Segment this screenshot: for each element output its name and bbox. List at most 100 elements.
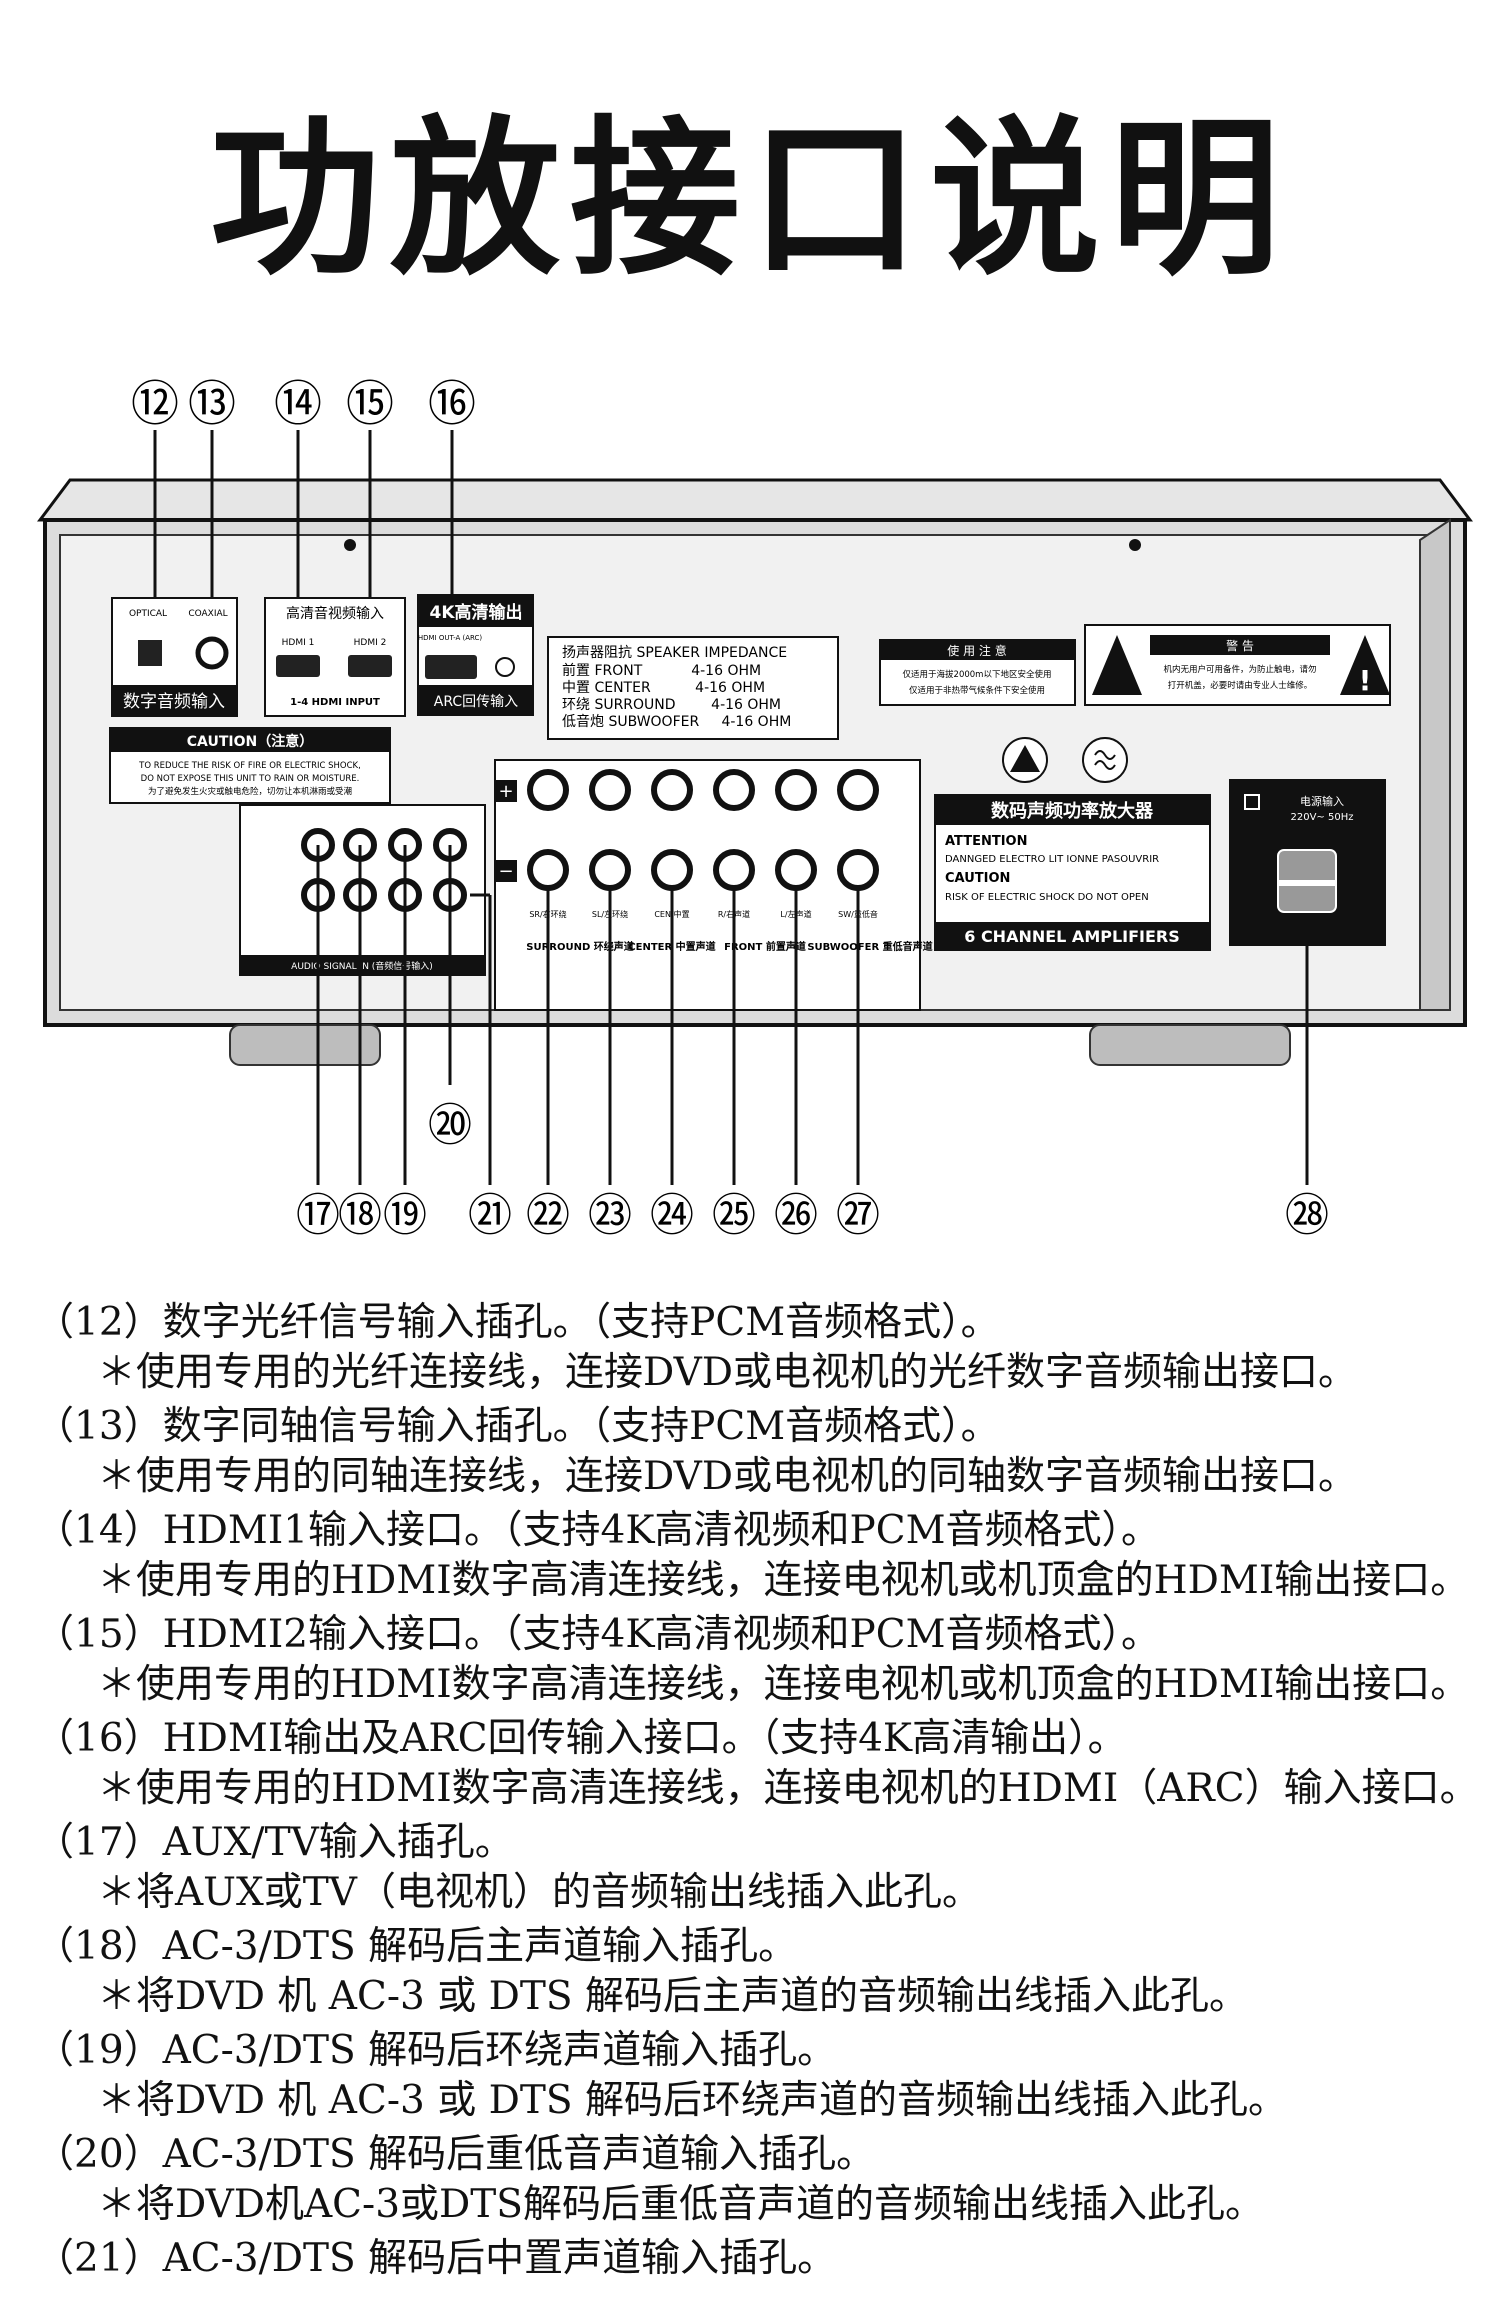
power-input-panel: 电源输入 220V~ 50Hz [1229, 779, 1386, 946]
label-25: ㉕ [712, 1190, 756, 1241]
label-16: ⑯ [428, 376, 476, 432]
impedance-panel: 扬声器阻抗 SPEAKER IMPEDANCE 前置 FRONT 4-16 OH… [547, 636, 839, 740]
hdmi-arc-port[interactable] [425, 655, 477, 679]
hdmi-input-panel: 高清音视频输入 HDMI 1 HDMI 2 1-4 HDMI INPUT [264, 597, 406, 717]
svg-text:220V~ 50Hz: 220V~ 50Hz [1291, 812, 1354, 823]
svg-text:!: ! [1359, 664, 1372, 697]
svg-text:中置 CENTER 4-16 OHM: 中置 CENTER 4-16 OHM [562, 680, 765, 696]
svg-text:CAUTION: CAUTION [945, 871, 1010, 886]
list-item: （21）AC-3/DTS 解码后中置声道输入插孔。 [35, 2236, 837, 2281]
svg-text:使 用 注 意: 使 用 注 意 [947, 643, 1006, 658]
svg-text:为了避免发生火灾或触电危险，切勿让本机淋雨或受潮: 为了避免发生火灾或触电危险，切勿让本机淋雨或受潮 [148, 786, 352, 797]
page-title: 功放接口说明 [209, 101, 1290, 299]
label-26: ㉖ [774, 1190, 818, 1241]
svg-text:FRONT 前置声道: FRONT 前置声道 [724, 940, 806, 953]
terminal-sw-minus[interactable] [837, 849, 879, 891]
terminal-l-minus[interactable] [775, 849, 817, 891]
svg-text:6 CHANNEL AMPLIFIERS: 6 CHANNEL AMPLIFIERS [964, 927, 1180, 946]
label-13: ⑬ [188, 376, 236, 432]
coaxial-port[interactable] [195, 636, 229, 670]
screw-icon [1129, 539, 1141, 551]
svg-text:仅适用于海拔2000m以下地区安全使用: 仅适用于海拔2000m以下地区安全使用 [903, 669, 1052, 680]
terminal-sl-plus[interactable] [589, 769, 631, 811]
svg-text:数字音频输入: 数字音频输入 [123, 692, 225, 712]
label-12: ⑫ [131, 376, 179, 432]
terminal-cen-plus[interactable] [651, 769, 693, 811]
terminal-r-plus[interactable] [713, 769, 755, 811]
label-20: ⑳ [428, 1100, 472, 1151]
list-item: （15）HDMI2输入接口。（支持4K高清视频和PCM音频格式）。 ＊使用专用的… [35, 1612, 1470, 1707]
list-item: （20）AC-3/DTS 解码后重低音声道输入插孔。 ＊将DVD机AC-3或DT… [35, 2132, 1265, 2227]
terminal-l-plus[interactable] [775, 769, 817, 811]
warning-panel: ! 警 告 机内无用户可用备件，为防止触电，请勿 打开机盖，必要时请由专业人士维… [1084, 624, 1391, 706]
svg-text:1-4 HDMI INPUT: 1-4 HDMI INPUT [290, 697, 380, 708]
terminal-sw-plus[interactable] [837, 769, 879, 811]
digital-input-panel: OPTICAL COAXIAL 数字音频输入 [111, 597, 238, 717]
svg-text:RISK OF ELECTRIC SHOCK DO NOT: RISK OF ELECTRIC SHOCK DO NOT OPEN [945, 892, 1149, 903]
svg-text:TO REDUCE THE RISK OF FIRE OR: TO REDUCE THE RISK OF FIRE OR ELECTRIC S… [138, 761, 361, 771]
svg-text:ARC回传输入: ARC回传输入 [434, 694, 518, 710]
label-18: ⑱ [338, 1190, 382, 1241]
label-15: ⑮ [346, 376, 394, 432]
label-23: ㉓ [588, 1190, 632, 1241]
svg-text:机内无用户可用备件，为防止触电，请勿: 机内无用户可用备件，为防止触电，请勿 [1163, 664, 1316, 675]
svg-text:CAUTION（注意）: CAUTION（注意） [187, 733, 313, 750]
svg-text:扬声器阻抗 SPEAKER IMPEDANCE: 扬声器阻抗 SPEAKER IMPEDANCE [562, 645, 787, 661]
terminal-r-minus[interactable] [713, 849, 755, 891]
lightning-warning-icon [1092, 635, 1142, 695]
hdmi2-port[interactable] [348, 655, 392, 677]
product-label: 数码声频功率放大器 ATTENTION DANNGED ELECTRO LIT … [934, 794, 1211, 951]
screw-icon [344, 539, 356, 551]
speaker-terminal-block: + − SR/右环绕 SL/左环绕 CEN/中置 R/右声道 L/左声道 SW/… [494, 759, 933, 1011]
terminal-sl-minus[interactable] [589, 849, 631, 891]
optical-port[interactable] [138, 640, 162, 666]
svg-text:高清音视频输入: 高清音视频输入 [286, 605, 384, 622]
label-21: ㉑ [468, 1190, 512, 1241]
terminal-cen-minus[interactable] [651, 849, 693, 891]
svg-text:COAXIAL: COAXIAL [188, 609, 227, 619]
label-24: ㉔ [650, 1190, 694, 1241]
label-14: ⑭ [274, 376, 322, 432]
climate-cert-icon [1082, 737, 1128, 783]
exclamation-warning-icon [1340, 635, 1390, 695]
svg-text:仅适用于非热带气候条件下安全使用: 仅适用于非热带气候条件下安全使用 [909, 685, 1045, 696]
label-17: ⑰ [296, 1190, 340, 1241]
svg-text:警 告: 警 告 [1226, 638, 1254, 653]
svg-text:环绕 SURROUND 4-16 OHM: 环绕 SURROUND 4-16 OHM [562, 697, 781, 713]
audio-signal-in-panel: AUDIO SIGNAL IN (音频信号输入) [239, 804, 486, 976]
svg-text:AUDIO SIGNAL IN (音频信号输入): AUDIO SIGNAL IN (音频信号输入) [291, 960, 433, 972]
svg-text:DO NOT EXPOSE THIS UNIT TO RAI: DO NOT EXPOSE THIS UNIT TO RAIN OR MOIST… [141, 774, 360, 784]
label-19: ⑲ [383, 1190, 427, 1241]
svg-text:HDMI 1: HDMI 1 [282, 638, 315, 648]
svg-text:OPTICAL: OPTICAL [129, 609, 167, 619]
terminal-sr-plus[interactable] [527, 769, 569, 811]
interface-description-list: （12）数字光纤信号输入插孔。（支持PCM音频格式）。 ＊使用专用的光纤连接线，… [35, 1298, 1479, 2284]
svg-text:低音炮 SUBWOOFER 4-16 OHM: 低音炮 SUBWOOFER 4-16 OHM [562, 713, 791, 730]
svg-text:4K高清输出: 4K高清输出 [429, 602, 522, 623]
label-28: ㉘ [1285, 1190, 1329, 1241]
terminal-sr-minus[interactable] [527, 849, 569, 891]
svg-text:打开机盖，必要时请由专业人士维修。: 打开机盖，必要时请由专业人士维修。 [1168, 680, 1313, 691]
list-item: （18）AC-3/DTS 解码后主声道输入插孔。 ＊将DVD 机 AC-3 或 … [35, 1924, 1248, 2019]
list-item: （13）数字同轴信号输入插孔。（支持PCM音频格式）。 ＊使用专用的同轴连接线，… [35, 1404, 1358, 1499]
svg-text:−: − [498, 861, 513, 882]
list-item: （12）数字光纤信号输入插孔。（支持PCM音频格式）。 ＊使用专用的光纤连接线，… [35, 1300, 1358, 1395]
svg-text:前置 FRONT 4-16 OHM: 前置 FRONT 4-16 OHM [562, 662, 761, 679]
svg-text:SURROUND 环绕声道: SURROUND 环绕声道 [526, 940, 634, 953]
hdmi1-port[interactable] [276, 655, 320, 677]
svg-text:+: + [498, 781, 513, 802]
label-22: ㉒ [526, 1190, 570, 1241]
hdmi-out-panel: 4K高清输出 HDMI OUT-A (ARC) ARC回传输入 [417, 594, 534, 716]
list-item: （19）AC-3/DTS 解码后环绕声道输入插孔。 ＊将DVD 机 AC-3 或… [35, 2028, 1287, 2123]
svg-text:ATTENTION: ATTENTION [945, 834, 1027, 849]
list-item: （14）HDMI1输入接口。（支持4K高清视频和PCM音频格式）。 ＊使用专用的… [35, 1508, 1470, 1603]
caution-panel: CAUTION（注意） TO REDUCE THE RISK OF FIRE O… [109, 727, 391, 804]
ground-screw-icon [495, 657, 515, 677]
svg-text:DANNGED ELECTRO LIT IONNE PASO: DANNGED ELECTRO LIT IONNE PASOUVRIR [945, 854, 1159, 865]
amplifier-rear-panel-diagram: ⑫ ⑬ ⑭ ⑮ ⑯ OPTICAL COAXIAL 数字音频输入 高清音视频输入… [37, 376, 1473, 1241]
svg-text:电源输入: 电源输入 [1300, 794, 1344, 808]
svg-text:数码声频功率放大器: 数码声频功率放大器 [991, 800, 1154, 822]
usage-note-panel: 使 用 注 意 仅适用于海拔2000m以下地区安全使用 仅适用于非热带气候条件下… [879, 639, 1076, 706]
list-item: （16）HDMI输出及ARC回传输入接口。（支持4K高清输出）。 ＊使用专用的H… [35, 1716, 1479, 1811]
svg-text:HDMI 2: HDMI 2 [354, 638, 387, 648]
